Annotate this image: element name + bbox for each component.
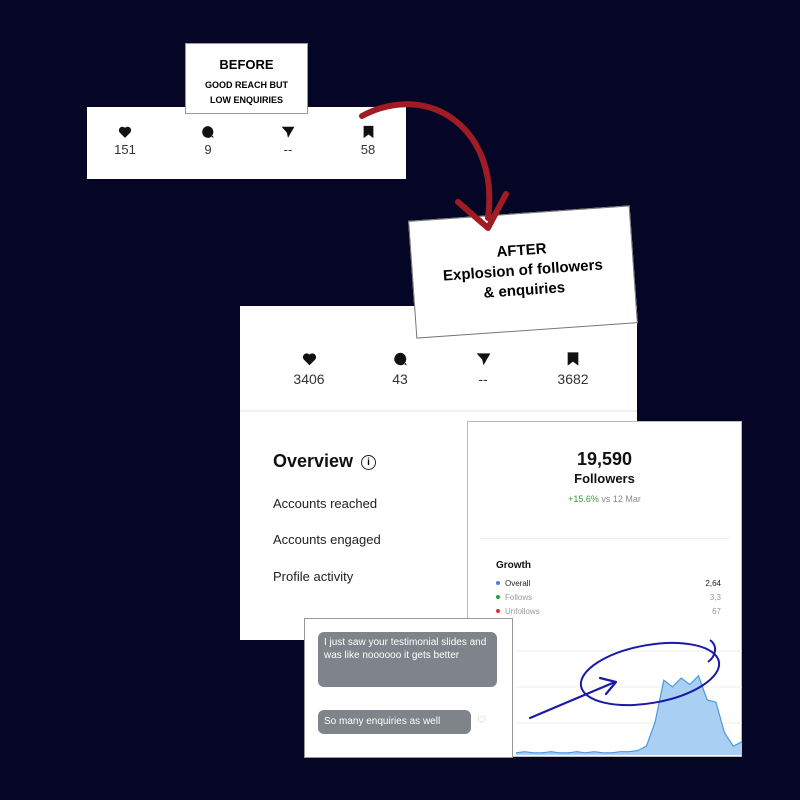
bookmark-icon bbox=[363, 125, 373, 139]
heart-icon bbox=[118, 126, 132, 138]
before-label: BEFORE GOOD REACH BUT LOW ENQUIRIES bbox=[185, 43, 308, 114]
before-shares-stat: -- bbox=[268, 124, 308, 157]
after-likes-stat: 3406 bbox=[284, 351, 334, 387]
growth-row-overall: Overall 2,64 bbox=[496, 579, 721, 593]
accounts-engaged-row[interactable]: Accounts engaged bbox=[273, 532, 381, 547]
overview-title: Overview bbox=[273, 451, 354, 471]
heart-icon bbox=[302, 353, 316, 366]
overview-header: Overview i bbox=[273, 451, 377, 472]
comment-icon bbox=[202, 126, 214, 138]
before-likes-count: 151 bbox=[114, 142, 136, 157]
bubble-gap bbox=[318, 687, 408, 701]
growth-row-label: Unfollows bbox=[505, 607, 540, 616]
profile-activity-row[interactable]: Profile activity bbox=[273, 569, 354, 584]
info-icon[interactable]: i bbox=[361, 455, 377, 470]
followers-change: +15.6% vs 12 Mar bbox=[468, 494, 741, 504]
before-saves-count: 58 bbox=[360, 142, 376, 157]
followers-count: 19,590 bbox=[576, 449, 633, 469]
chart-area bbox=[516, 675, 742, 755]
after-shares-stat: -- bbox=[458, 351, 508, 387]
send-icon bbox=[476, 353, 490, 366]
curved-arrow-icon bbox=[359, 101, 509, 231]
chat-card: I just saw your testimonial slides and w… bbox=[304, 618, 513, 758]
annotation-circle-arrow bbox=[528, 639, 721, 720]
comment-icon bbox=[393, 352, 407, 366]
bookmark-icon bbox=[567, 352, 579, 366]
growth-row-unfollows: Unfollows 67 bbox=[496, 607, 721, 621]
after-likes-count: 3406 bbox=[293, 371, 325, 387]
after-saves-stat: 3682 bbox=[548, 351, 598, 387]
growth-row-value: 3,3 bbox=[709, 593, 721, 602]
divider bbox=[480, 538, 730, 539]
before-saves-stat: 58 bbox=[348, 124, 388, 157]
after-comments-stat: 43 bbox=[375, 351, 425, 387]
before-comments-count: 9 bbox=[204, 142, 212, 157]
after-saves-count: 3682 bbox=[557, 371, 589, 387]
chart-line bbox=[516, 674, 742, 754]
followers-change-suffix: vs 12 Mar bbox=[601, 494, 641, 504]
before-label-line1: GOOD REACH BUT bbox=[205, 80, 288, 90]
follows-dot bbox=[496, 595, 500, 599]
before-shares-count: -- bbox=[283, 142, 293, 157]
growth-row-value: 67 bbox=[712, 607, 721, 616]
followers-change-value: +15.6% bbox=[568, 494, 599, 504]
overall-dot bbox=[496, 581, 500, 585]
growth-chart bbox=[516, 650, 742, 755]
before-label-title: BEFORE bbox=[219, 57, 274, 72]
growth-row-label: Follows bbox=[505, 593, 533, 602]
after-shares-count: -- bbox=[478, 371, 488, 387]
growth-row-value: 2,64 bbox=[705, 579, 721, 588]
before-label-line2: LOW ENQUIRIES bbox=[209, 95, 283, 105]
after-comments-count: 43 bbox=[392, 371, 408, 387]
before-likes-stat: 151 bbox=[105, 124, 145, 157]
before-comments-stat: 9 bbox=[188, 124, 228, 157]
chat-message-bubble: So many enquiries as well bbox=[318, 710, 471, 734]
accounts-reached-row[interactable]: Accounts reached bbox=[273, 496, 378, 511]
unfollows-dot bbox=[496, 609, 500, 613]
growth-list: Overall 2,64 Follows 3,3 Unfollows 67 bbox=[496, 579, 721, 621]
followers-label: Followers bbox=[574, 471, 635, 486]
divider bbox=[240, 410, 637, 412]
chat-message-bubble: I just saw your testimonial slides and w… bbox=[318, 632, 497, 687]
heart-reaction-icon[interactable]: ♡ bbox=[477, 715, 486, 726]
send-icon bbox=[281, 126, 295, 138]
before-stats-strip: 151 9 -- 58 bbox=[87, 107, 406, 179]
growth-row-label: Overall bbox=[505, 579, 531, 588]
growth-row-follows: Follows 3,3 bbox=[496, 593, 721, 607]
growth-title: Growth bbox=[496, 560, 531, 571]
